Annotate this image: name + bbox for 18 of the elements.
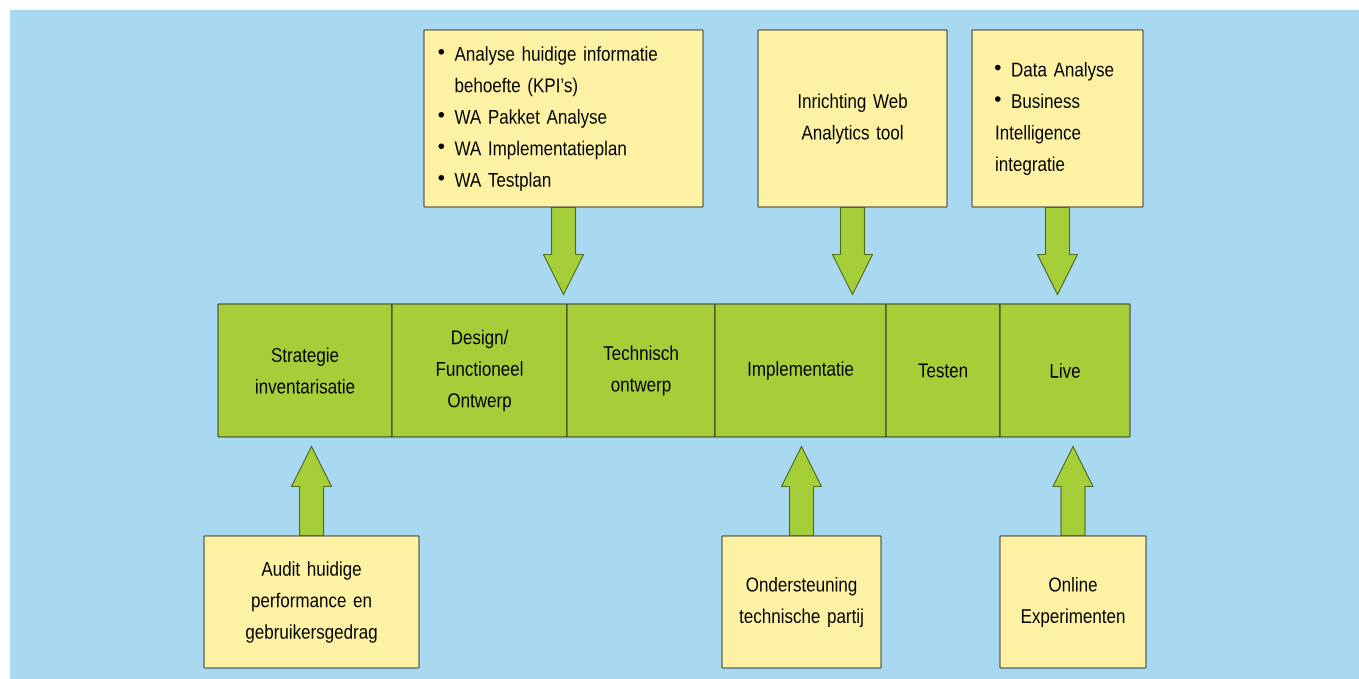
phase-box: Strategie inventarisatie <box>217 303 393 438</box>
phase-box: Design/ Functioneel Ontwerp <box>391 303 568 438</box>
phase-box: Technisch ontwerp <box>566 303 716 438</box>
block-arrow <box>1036 206 1079 296</box>
block-arrow <box>542 206 585 296</box>
note-box: Analyse huidige informatie behoefte (KPI’s) WA Pakket Analyse WA Implementatieplan WA Testplan <box>423 29 704 208</box>
phase-box: Live <box>999 303 1131 438</box>
block-arrow <box>1052 445 1094 537</box>
note-box: Data Analyse Business Intelligence integratie <box>971 29 1144 208</box>
note-box: Ondersteuning technische partij <box>721 535 882 669</box>
note-box: Online Experimenten <box>999 535 1147 669</box>
block-arrow <box>831 206 874 296</box>
phase-box: Testen <box>885 303 1001 438</box>
note-box: Inrichting Web Analytics tool <box>757 29 948 208</box>
block-arrow <box>780 445 823 537</box>
block-arrow <box>290 445 333 537</box>
phase-box: Implementatie <box>714 303 887 438</box>
note-box: Audit huidige performance en gebruikersgedrag <box>203 535 420 669</box>
